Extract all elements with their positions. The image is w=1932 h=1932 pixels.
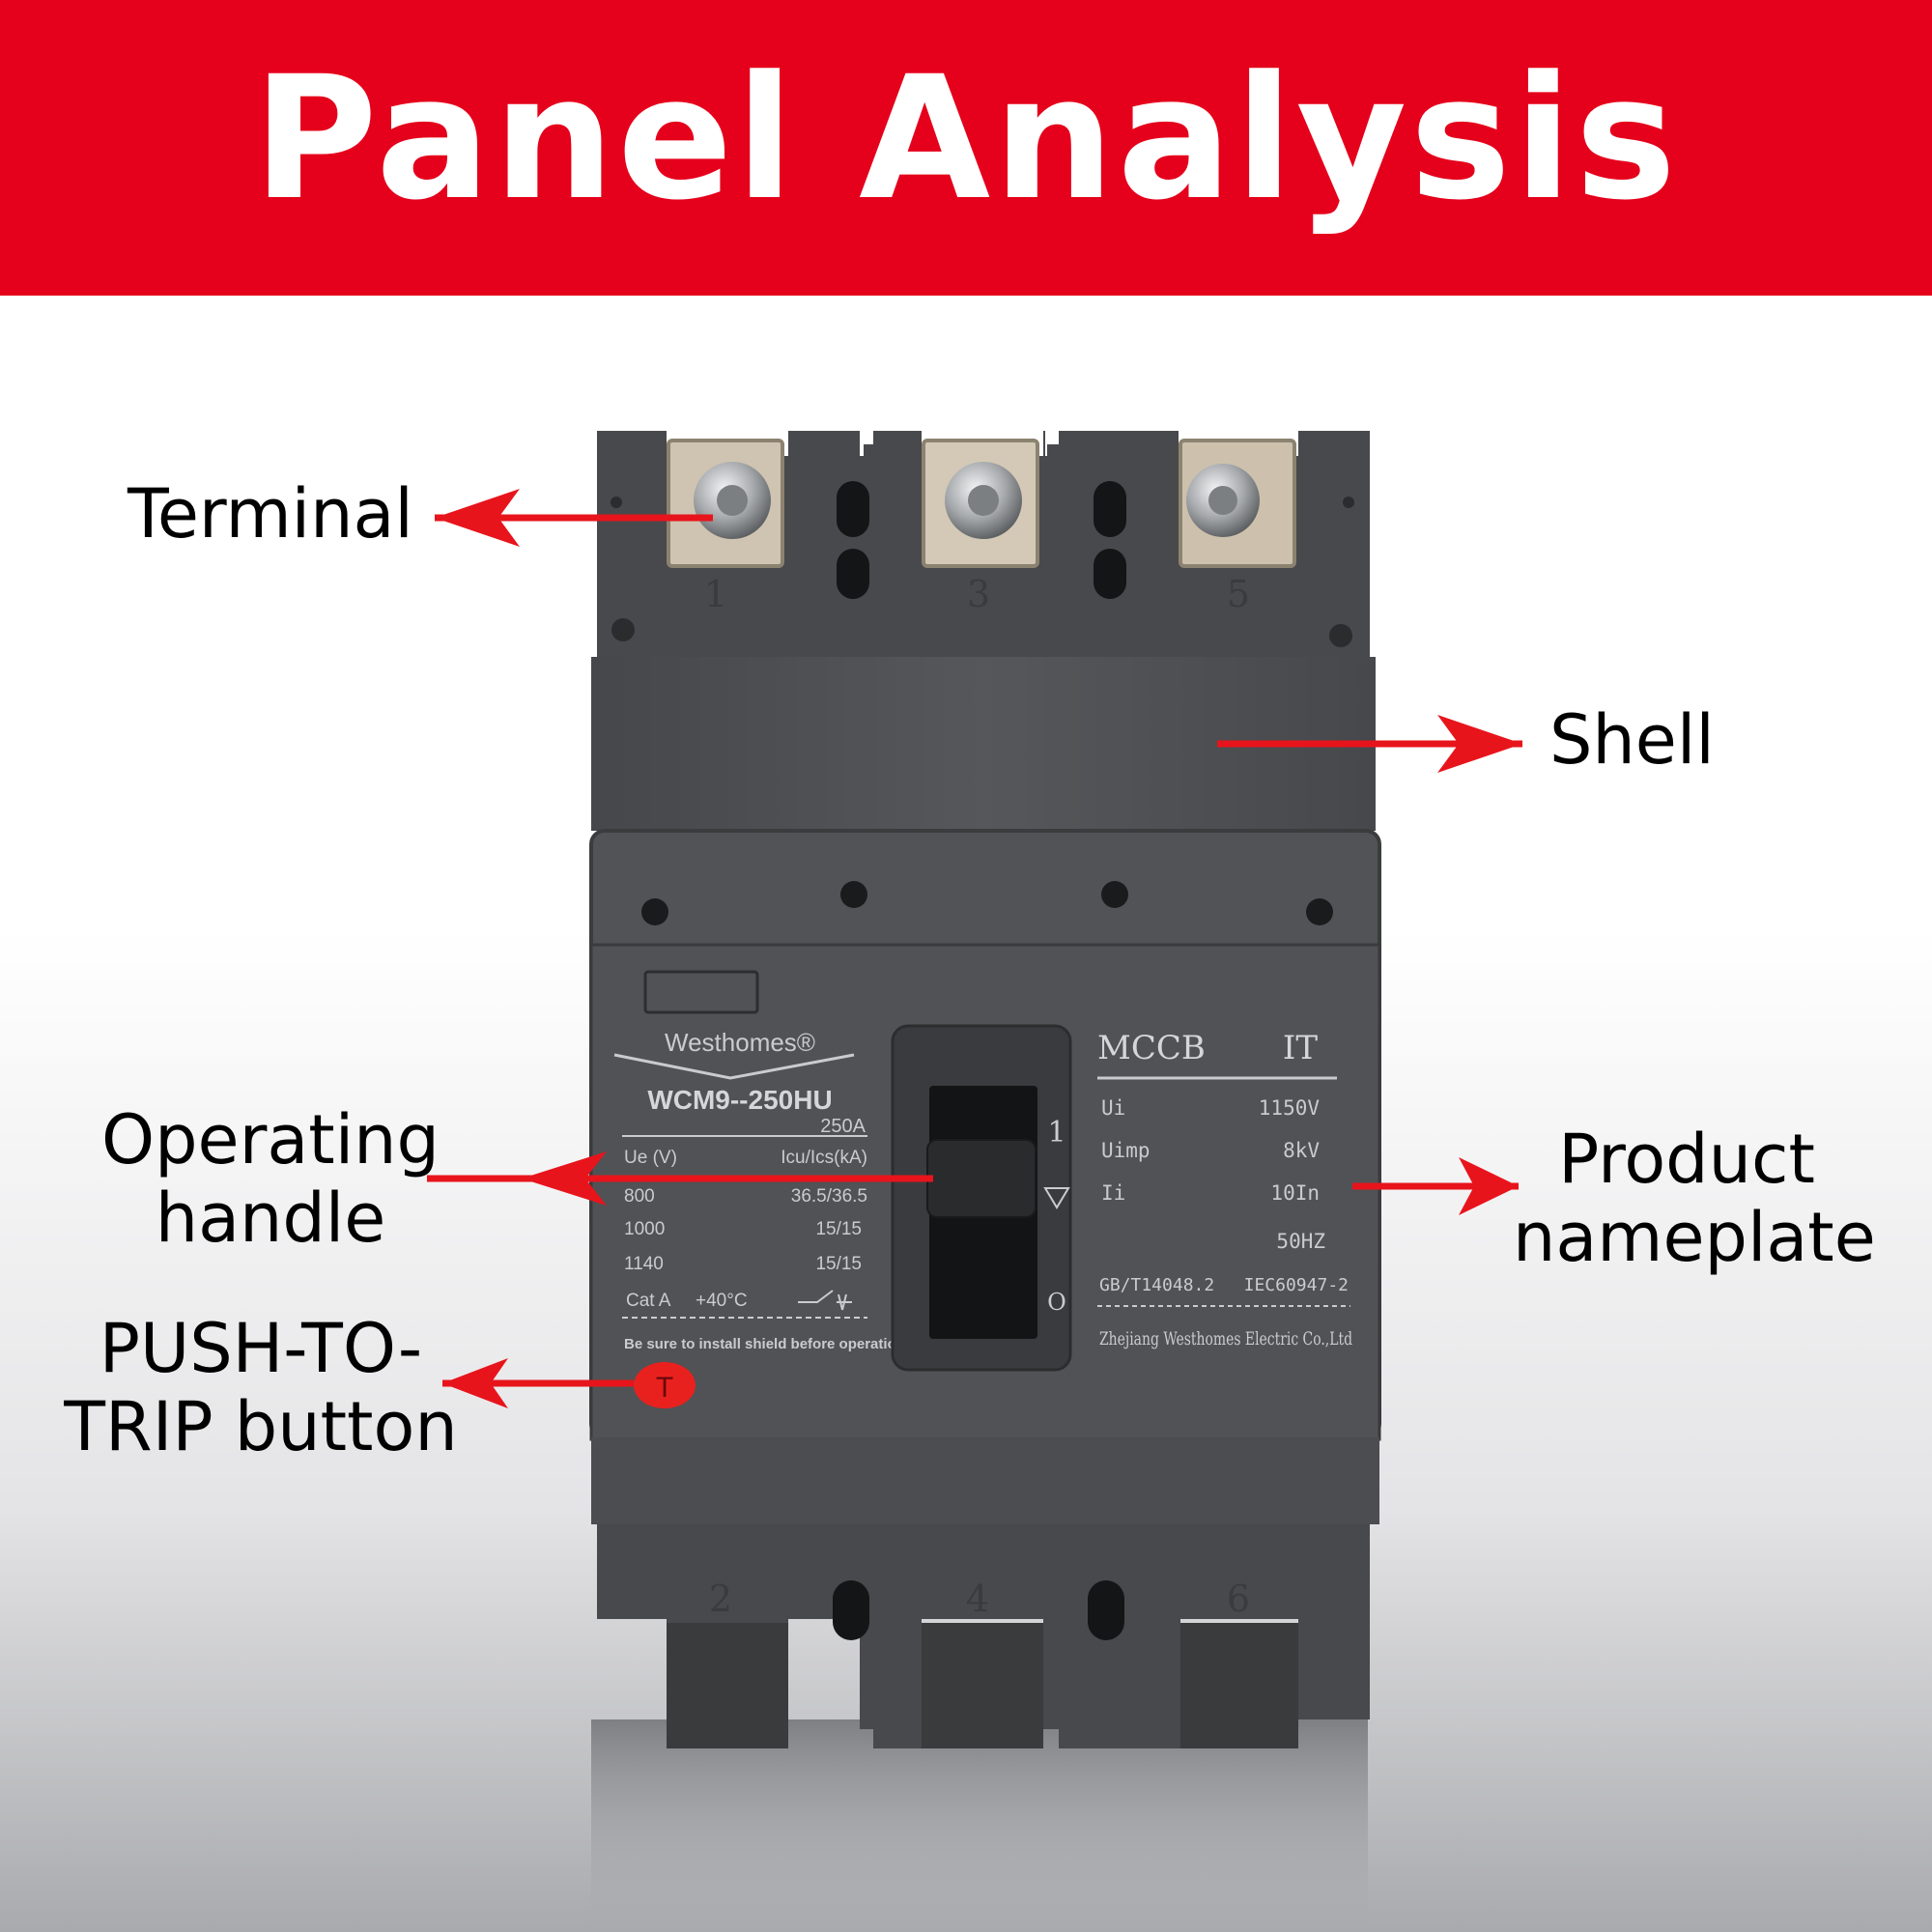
handle-arrow: [427, 1151, 933, 1206]
bottom-terminal-block: 2 4 6: [597, 1524, 1370, 1748]
handle-off-mark: O: [1047, 1289, 1066, 1316]
model-number: WCM9--250HU: [647, 1085, 832, 1115]
left-nameplate: Westhomes® WCM9--250HU 250A Ue (V) Icu/I…: [613, 970, 905, 1352]
terminal-bolt: [945, 462, 1022, 539]
handle-on-mark: 1: [1047, 1116, 1065, 1150]
callout-terminal: Terminal: [128, 474, 413, 554]
shell-arrow: [1217, 715, 1522, 773]
brand-name: Westhomes®: [665, 1028, 815, 1057]
top-terminal-block: 1 3 5: [591, 431, 1376, 831]
page-title: Panel Analysis: [252, 40, 1680, 238]
spec-value: 10In: [1270, 1181, 1320, 1205]
voltage-value: 1000: [624, 1219, 665, 1239]
terminal-bolt: [694, 462, 771, 539]
system-type: IT: [1283, 1029, 1318, 1067]
utilization-category: Cat A: [626, 1291, 671, 1311]
pole-number-1: 1: [704, 573, 727, 615]
callout-line: Operating: [101, 1100, 440, 1179]
spec-value: 50HZ: [1276, 1230, 1325, 1253]
banner-background: [0, 0, 1932, 296]
terminal-bolt: [1186, 464, 1260, 537]
spec-label: Ii: [1101, 1181, 1125, 1205]
floor-reflection: [591, 1719, 1368, 1932]
pole-number-2: 2: [709, 1577, 732, 1620]
callout-line: handle: [155, 1178, 386, 1258]
callout-shell: Shell: [1549, 700, 1715, 780]
pole-number-5: 5: [1227, 573, 1250, 615]
pole-number-3: 3: [967, 573, 990, 615]
callout-line: TRIP button: [64, 1386, 458, 1466]
title-banner: [0, 0, 1932, 296]
standard-iec: IEC60947-2: [1244, 1275, 1349, 1295]
shield-warning: Be sure to install shield before operati…: [624, 1336, 905, 1352]
current-rating: 250A: [820, 1116, 866, 1137]
spec-label: Ui: [1101, 1096, 1125, 1120]
terminal-arrow: [435, 489, 713, 547]
capacity-value: 15/15: [815, 1219, 862, 1239]
voltage-value: 800: [624, 1186, 655, 1207]
trip-button-arrow: [442, 1358, 634, 1408]
nameplate-arrow: [1352, 1157, 1519, 1215]
manufacturer-name: Zhejiang Westhomes Electric Co.,Ltd: [1099, 1328, 1352, 1350]
callout-arrows: [427, 489, 1522, 1408]
device-type: MCCB: [1097, 1029, 1206, 1067]
standard-gb: GB/T14048.2: [1099, 1275, 1214, 1295]
voltage-value: 1140: [624, 1254, 664, 1274]
callout-operating-handle: Operating handle: [77, 1101, 464, 1257]
push-to-trip-button[interactable]: T: [634, 1362, 696, 1408]
callout-line: nameplate: [1513, 1197, 1876, 1277]
callout-line: Product: [1558, 1120, 1815, 1199]
pole-number-4: 4: [966, 1577, 989, 1620]
callout-product-nameplate: Product nameplate: [1513, 1120, 1876, 1277]
isolator-symbol-icon: [798, 1290, 852, 1311]
spec-value: 8kV: [1283, 1139, 1320, 1162]
spec-label: Uimp: [1101, 1139, 1151, 1162]
operating-handle[interactable]: [926, 1139, 1037, 1218]
capacity-value: 36.5/36.5: [791, 1186, 867, 1207]
breaking-capacity-header: Icu/Ics(kA): [781, 1148, 867, 1168]
callout-line: PUSH-TO-: [99, 1309, 423, 1388]
trip-button-label: T: [656, 1372, 673, 1404]
right-nameplate: MCCB IT Ui 1150V Uimp 8kV Ii 10In 50HZ G…: [1097, 1029, 1352, 1350]
pole-number-6: 6: [1227, 1577, 1250, 1620]
voltage-header: Ue (V): [624, 1148, 677, 1168]
callout-push-to-trip: PUSH-TO- TRIP button: [58, 1310, 464, 1465]
operating-handle-assembly: 1 O: [891, 1024, 1072, 1372]
spec-value: 1150V: [1259, 1096, 1321, 1120]
capacity-value: 15/15: [815, 1254, 862, 1274]
ambient-temperature: +40°C: [696, 1291, 748, 1311]
